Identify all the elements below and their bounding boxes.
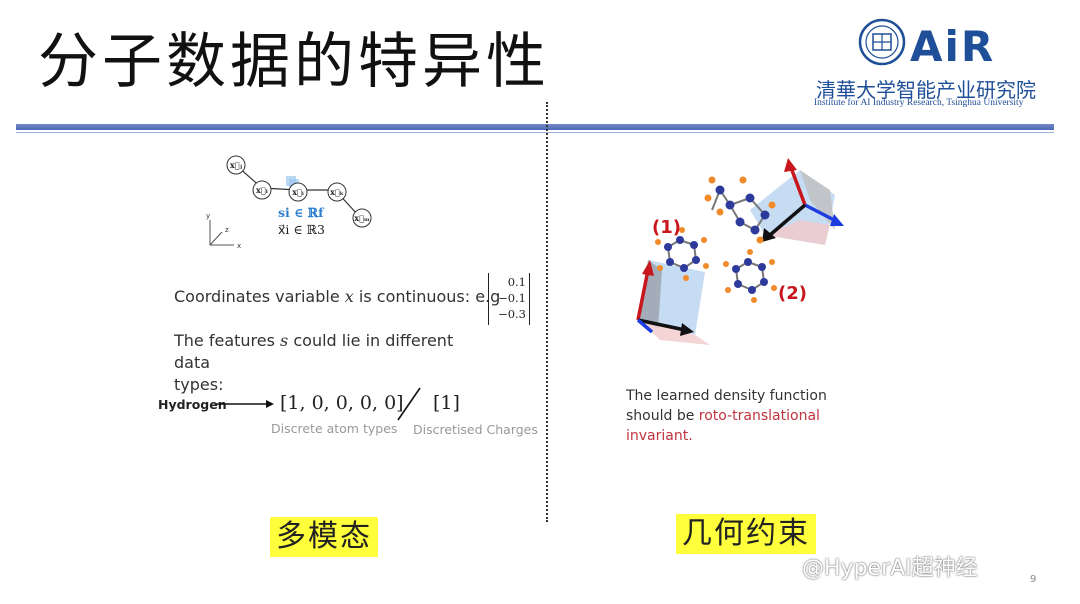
molecule-frames-illustration	[636, 158, 844, 345]
column-divider	[546, 102, 548, 522]
node-k	[327, 182, 347, 202]
arrow-right-icon	[216, 400, 274, 408]
multimodal-tag: 多模态	[270, 517, 378, 557]
svg-text:x: x	[237, 242, 241, 250]
coord-formula: x⃗i ∈ ℝ3	[278, 222, 325, 237]
hydrogen-label: Hydrogen	[158, 397, 227, 412]
node-l	[252, 180, 272, 200]
svg-text:x⃗ₖ: x⃗ₖ	[330, 187, 344, 197]
page-number: 9	[1030, 574, 1037, 585]
svg-text:x⃗ᵢ: x⃗ᵢ	[292, 187, 304, 197]
svg-text:y: y	[206, 212, 210, 220]
svg-text:x⃗ₘ: x⃗ₘ	[354, 213, 370, 223]
tsinghua-seal-icon	[858, 18, 906, 66]
node-j	[226, 155, 246, 175]
onehot-vector: [1, 0, 0, 0, 0]	[280, 392, 404, 414]
graph-nodes	[226, 155, 372, 228]
org-name-en: Institute for AI Industry Research, Tsin…	[814, 98, 1024, 108]
geometric-constraint-tag: 几何约束	[676, 514, 816, 554]
node-m	[352, 208, 372, 228]
charge-caption: Discretised Charges	[413, 422, 538, 437]
molecule-label-1: (1)	[652, 217, 681, 238]
coords-description: Coordinates variable x is continuous: e.…	[174, 287, 501, 306]
svg-text:x⃗ₗ: x⃗ₗ	[256, 185, 269, 195]
air-logo: AiR	[910, 22, 996, 71]
header-rule	[16, 124, 1054, 130]
frame-cube-bottom	[636, 260, 710, 345]
svg-text:z: z	[225, 226, 229, 234]
org-name-cn: 清華大学智能产业研究院	[816, 78, 1036, 102]
feature-formula: si ∈ ℝf	[278, 205, 324, 220]
invariance-description: The learned density function should be r…	[626, 388, 827, 444]
svg-text:x⃗ⱼ: x⃗ⱼ	[230, 160, 243, 170]
header-rule-thin	[16, 132, 1054, 133]
frame-cube-top	[750, 158, 844, 245]
slide-title: 分子数据的特异性	[38, 27, 550, 97]
axes-icon	[209, 220, 234, 246]
slash-divider	[397, 387, 421, 421]
node-i	[288, 182, 308, 202]
coords-matrix: 0.1 −0.1 −0.3	[488, 273, 530, 325]
watermark: @HyperAI超神经	[802, 556, 978, 581]
onehot-caption: Discrete atom types	[271, 421, 398, 436]
features-description: The features s could lie in different da…	[174, 331, 454, 394]
charge-vector: [1]	[433, 392, 460, 414]
molecule-label-2: (2)	[778, 283, 807, 304]
molecule-graph-diagram: x⃗ⱼ x⃗ₗ x⃗ᵢ x⃗ₖ x⃗ₘ y z x	[206, 155, 372, 250]
